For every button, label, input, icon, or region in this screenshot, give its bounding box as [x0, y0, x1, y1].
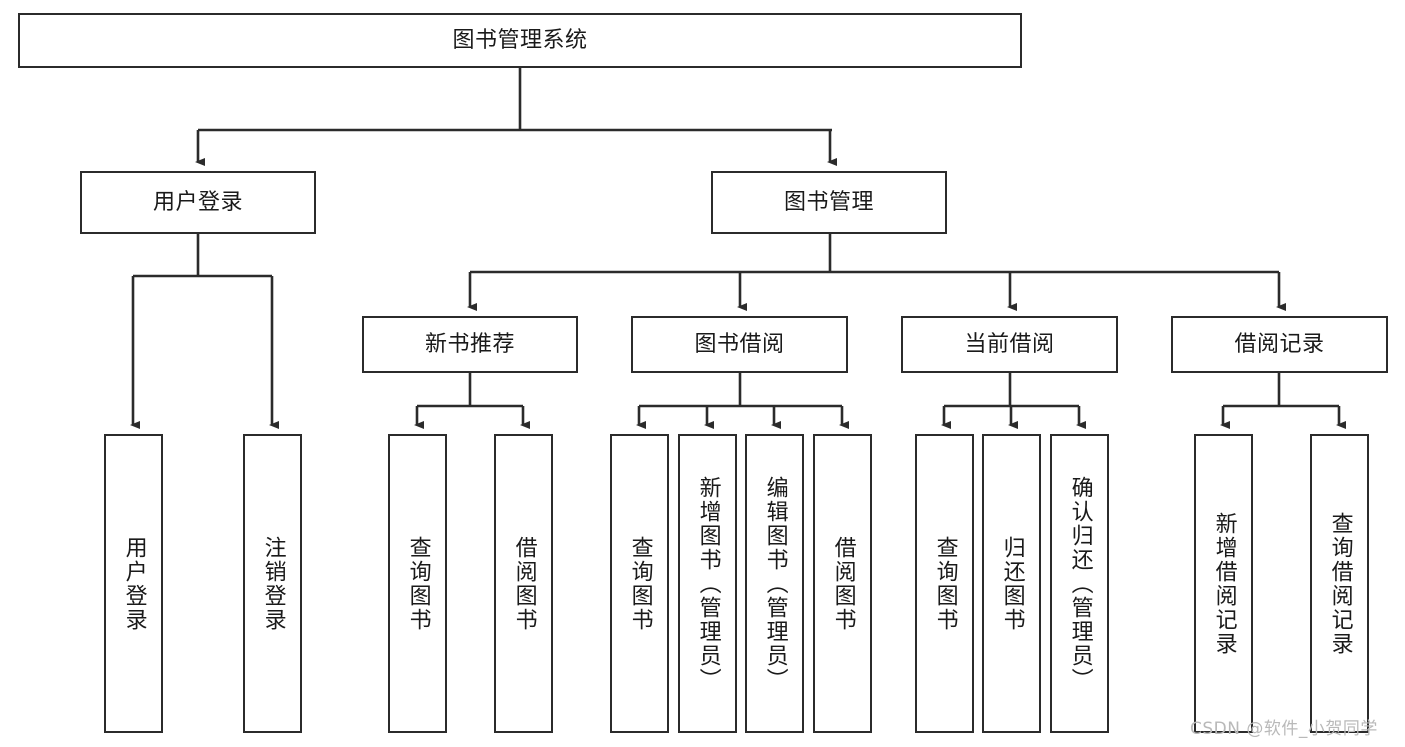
- leaf-user-login-login[interactable]: 用户登录: [104, 434, 163, 733]
- node-root-book-management-system[interactable]: 图书管理系统: [18, 13, 1022, 68]
- node-label: 借阅图书: [511, 535, 537, 632]
- leaf-book-borrow-borrow[interactable]: 借阅图书: [813, 434, 872, 733]
- leaf-new-book-borrow[interactable]: 借阅图书: [494, 434, 553, 733]
- leaf-current-borrow-confirm-return[interactable]: 确认归还（管理员）: [1050, 434, 1109, 733]
- node-label: 新增借阅记录: [1211, 511, 1237, 656]
- node-label: 确认归还（管理员）: [1067, 475, 1093, 692]
- node-label: 归还图书: [999, 535, 1025, 632]
- node-label: 新书推荐: [424, 331, 515, 357]
- node-label: 新增图书（管理员）: [695, 475, 721, 692]
- node-label: 编辑图书（管理员）: [762, 475, 788, 692]
- node-borrow-record[interactable]: 借阅记录: [1171, 316, 1388, 373]
- leaf-book-borrow-query[interactable]: 查询图书: [610, 434, 669, 733]
- leaf-borrow-record-add[interactable]: 新增借阅记录: [1194, 434, 1253, 733]
- node-label: 当前借阅: [964, 331, 1055, 357]
- leaf-book-borrow-add[interactable]: 新增图书（管理员）: [678, 434, 737, 733]
- leaf-borrow-record-query[interactable]: 查询借阅记录: [1310, 434, 1369, 733]
- node-current-borrow[interactable]: 当前借阅: [901, 316, 1118, 373]
- node-label: 用户登录: [121, 535, 147, 632]
- node-label: 图书管理: [783, 189, 874, 215]
- node-label: 图书借阅: [694, 331, 785, 357]
- leaf-book-borrow-edit[interactable]: 编辑图书（管理员）: [745, 434, 804, 733]
- node-user-login[interactable]: 用户登录: [80, 171, 316, 234]
- node-label: 图书管理系统: [452, 27, 588, 53]
- node-label: 查询图书: [932, 535, 958, 632]
- watermark: CSDN @软件_小贺同学: [1190, 719, 1378, 739]
- node-label: 用户登录: [152, 189, 243, 215]
- leaf-current-borrow-query[interactable]: 查询图书: [915, 434, 974, 733]
- leaf-user-login-logout[interactable]: 注销登录: [243, 434, 302, 733]
- leaf-new-book-query[interactable]: 查询图书: [388, 434, 447, 733]
- node-label: 借阅图书: [830, 535, 856, 632]
- node-new-book-recommend[interactable]: 新书推荐: [362, 316, 578, 373]
- node-label: 查询图书: [627, 535, 653, 632]
- node-label: 查询借阅记录: [1327, 511, 1353, 656]
- node-label: 借阅记录: [1234, 331, 1325, 357]
- leaf-current-borrow-return[interactable]: 归还图书: [982, 434, 1041, 733]
- node-label: 查询图书: [405, 535, 431, 632]
- node-book-borrow[interactable]: 图书借阅: [631, 316, 848, 373]
- node-label: 注销登录: [260, 535, 286, 632]
- node-book-management[interactable]: 图书管理: [711, 171, 947, 234]
